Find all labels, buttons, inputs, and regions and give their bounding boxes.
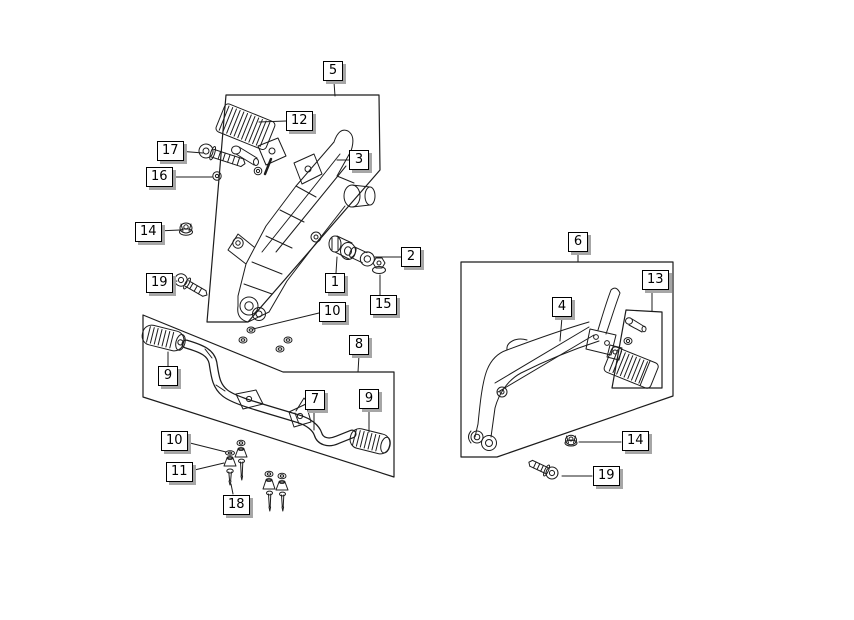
leader-lines	[156, 81, 653, 495]
callout-13[interactable]: 13	[642, 270, 669, 290]
part-9-footpeg-left	[141, 324, 186, 352]
part-9-footpeg-right	[349, 428, 391, 455]
leader-line-1	[335, 256, 338, 274]
callout-7[interactable]: 7	[305, 390, 325, 410]
part-15-flange-nut	[372, 257, 386, 274]
part-3-footrest-bracket-left	[227, 129, 376, 323]
leader-line-12	[258, 120, 287, 123]
callout-2[interactable]: 2	[401, 247, 421, 267]
callout-4[interactable]: 4	[552, 297, 572, 317]
callout-8[interactable]: 8	[349, 335, 369, 355]
leader-line-18	[230, 483, 234, 495]
part-14-flange-nut-left	[179, 222, 193, 236]
part-13-footpeg-kit	[603, 317, 659, 389]
part-14-flange-nut-right	[564, 434, 578, 447]
assembly-box-crossbar	[142, 314, 395, 478]
callout-19-left[interactable]: 19	[146, 273, 173, 293]
part-17-hex-bolt	[198, 143, 246, 168]
callout-6[interactable]: 6	[568, 232, 588, 252]
callout-5[interactable]: 5	[323, 61, 343, 81]
leader-line-10-lower	[181, 440, 227, 453]
callout-16[interactable]: 16	[146, 167, 173, 187]
callout-15[interactable]: 15	[370, 295, 397, 315]
part-2-socket-bolt	[349, 246, 375, 267]
callout-19-right[interactable]: 19	[593, 466, 620, 486]
part-10-nuts	[238, 326, 293, 353]
part-7-crossbar	[181, 339, 357, 447]
part-pin-washer-set	[231, 145, 273, 176]
callout-9-left[interactable]: 9	[158, 366, 178, 386]
leader-line-5	[333, 81, 336, 97]
hardware-box-13	[611, 309, 663, 389]
callout-18[interactable]: 18	[223, 495, 250, 515]
callout-14-left[interactable]: 14	[135, 222, 162, 242]
callout-9-right[interactable]: 9	[359, 389, 379, 409]
part-19-hex-bolt-right	[528, 459, 559, 480]
part-1-bushing	[328, 235, 356, 260]
leader-line-10-upper	[252, 312, 320, 330]
callout-10-lower[interactable]: 10	[161, 431, 188, 451]
leader-line-8	[357, 354, 360, 373]
callout-1[interactable]: 1	[325, 273, 345, 293]
assembly-box-right	[460, 261, 674, 458]
part-4-footrest-bracket-right	[468, 287, 623, 451]
part-19-hex-bolt-left	[174, 273, 208, 297]
part-12-footpeg-rubber	[215, 103, 287, 166]
part-11-18-fastener-stacks	[223, 439, 289, 512]
callout-17[interactable]: 17	[157, 141, 184, 161]
part-16-washer	[212, 171, 222, 181]
callout-11[interactable]: 11	[166, 462, 193, 482]
callout-3[interactable]: 3	[349, 150, 369, 170]
leader-line-4	[559, 316, 563, 342]
callout-12[interactable]: 12	[286, 111, 313, 131]
callout-14-right[interactable]: 14	[622, 431, 649, 451]
callout-10-upper[interactable]: 10	[319, 302, 346, 322]
